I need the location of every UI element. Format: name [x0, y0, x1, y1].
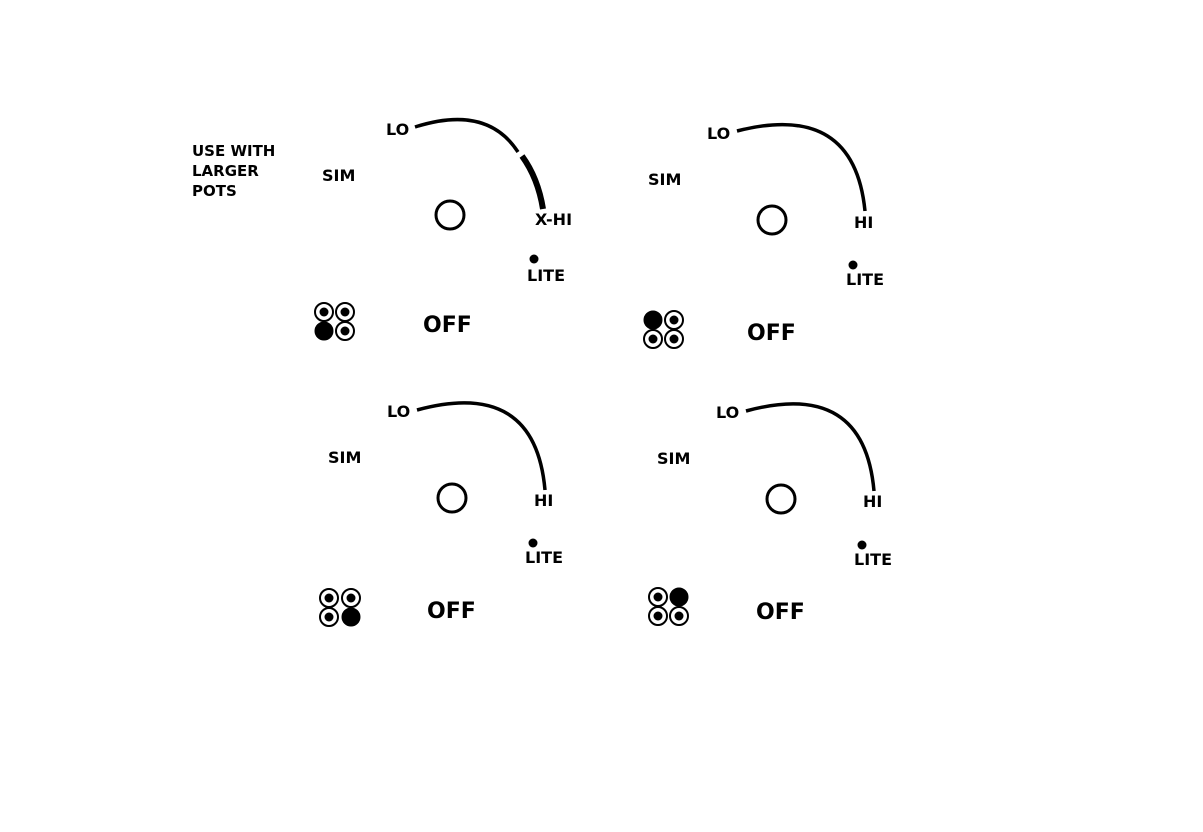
lite-label: LITE — [527, 266, 565, 285]
sim-label: SIM — [657, 449, 690, 468]
range-arc — [736, 122, 867, 212]
sim-label: SIM — [328, 448, 361, 467]
knob-center-ring-icon — [434, 199, 466, 231]
range-arc-low — [414, 117, 520, 153]
lo-label: LO — [386, 120, 409, 139]
lite-dot-icon — [848, 260, 858, 270]
indicator-inner-dot-icon — [674, 611, 684, 621]
indicator-inner-dot-icon — [324, 593, 334, 603]
off-label: OFF — [747, 321, 796, 346]
indicator-inner-dot-icon — [648, 334, 658, 344]
indicator-back-right-icon — [669, 587, 689, 607]
indicator-inner-dot-icon — [340, 307, 350, 317]
indicator-inner-dot-icon — [340, 326, 350, 336]
lite-dot-icon — [857, 540, 867, 550]
indicator-back-left-icon — [643, 310, 663, 330]
hi-label: X-HI — [535, 210, 572, 229]
range-arc — [745, 402, 876, 492]
indicator-inner-dot-icon — [653, 611, 663, 621]
hi-label: HI — [863, 492, 882, 511]
burner-position-indicator — [314, 302, 355, 341]
sim-label: SIM — [322, 166, 355, 185]
off-label: OFF — [756, 600, 805, 625]
indicator-inner-dot-icon — [319, 307, 329, 317]
indicator-inner-dot-icon — [653, 592, 663, 602]
lite-dot-icon — [529, 254, 539, 264]
burner-position-indicator — [319, 588, 361, 627]
knob-panel-front-right: LO SIM HI LITE OFF — [319, 401, 563, 627]
knob-center-ring-icon — [436, 482, 468, 514]
indicator-inner-dot-icon — [669, 315, 679, 325]
lite-label: LITE — [846, 270, 884, 289]
burner-position-indicator — [643, 310, 684, 349]
knob-panel-front-left: LO SIM X-HI LITE OFF — [314, 117, 572, 341]
lite-label: LITE — [525, 548, 563, 567]
lo-label: LO — [387, 402, 410, 421]
indicator-inner-dot-icon — [346, 593, 356, 603]
note-line-2: LARGER — [192, 162, 259, 180]
lo-label: LO — [716, 403, 739, 422]
sim-label: SIM — [648, 170, 681, 189]
larger-pots-note: USE WITH LARGER POTS — [192, 142, 275, 200]
note-line-3: POTS — [192, 182, 237, 200]
off-label: OFF — [423, 313, 472, 338]
burner-position-indicator — [648, 587, 689, 626]
note-line-1: USE WITH — [192, 142, 275, 160]
hi-label: HI — [854, 213, 873, 232]
lite-dot-icon — [528, 538, 538, 548]
lite-label: LITE — [854, 550, 892, 569]
knob-center-ring-icon — [756, 204, 788, 236]
knob-panel-back-right: LO SIM HI LITE OFF — [648, 402, 892, 626]
indicator-inner-dot-icon — [669, 334, 679, 344]
hi-label: HI — [534, 491, 553, 510]
indicator-front-right-icon — [341, 607, 361, 627]
knob-panel-back-left: LO SIM HI LITE OFF — [643, 122, 884, 349]
range-arc-extended — [519, 154, 546, 210]
off-label: OFF — [427, 599, 476, 624]
range-arc — [416, 401, 547, 491]
indicator-inner-dot-icon — [324, 612, 334, 622]
lo-label: LO — [707, 124, 730, 143]
knob-center-ring-icon — [765, 483, 797, 515]
indicator-front-left-filled-icon — [314, 321, 334, 341]
